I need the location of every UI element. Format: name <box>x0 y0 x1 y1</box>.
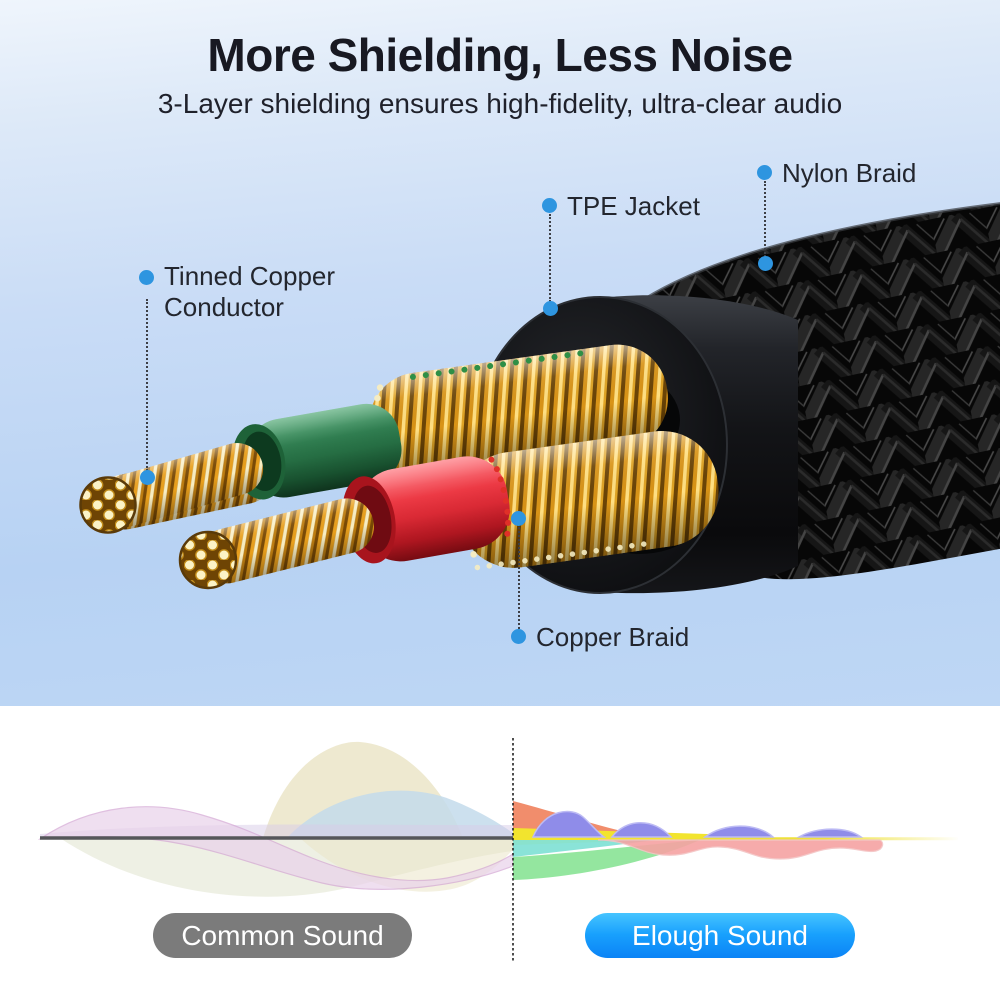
callout-label: Tinned Copper Conductor <box>164 261 336 323</box>
sound-comparison-section: Common Sound Elough Sound <box>0 706 1000 1000</box>
callout-nylon-braid: Nylon Braid <box>757 158 916 189</box>
common-sound-waves <box>37 741 514 897</box>
callout-tinned-copper-conductor: Tinned Copper Conductor <box>139 261 364 323</box>
label-dot-icon <box>542 198 557 213</box>
red-wire <box>178 456 511 590</box>
page-title: More Shielding, Less Noise <box>207 29 793 81</box>
target-dot-copper-braid <box>511 511 526 526</box>
red-insulation <box>342 456 511 564</box>
target-dot-tinned-copper <box>140 470 155 485</box>
callout-label: Nylon Braid <box>782 158 917 188</box>
leader-line-copper-braid <box>518 527 520 629</box>
callout-label: TPE Jacket <box>567 191 700 221</box>
copper-braid-coil-lower <box>457 431 719 571</box>
target-dot-nylon-braid <box>758 256 773 271</box>
cable-cutaway-illustration <box>79 202 1000 594</box>
shielding-diagram-section: More Shielding, Less Noise 3-Layer shiel… <box>0 0 1000 706</box>
red-wire-conductor-face <box>178 530 238 590</box>
elough-sound-badge: Elough Sound <box>585 913 855 958</box>
label-dot-icon <box>139 270 154 285</box>
green-wire <box>79 403 402 534</box>
header: More Shielding, Less Noise 3-Layer shiel… <box>0 0 1000 120</box>
elough-sound-waves <box>513 801 884 880</box>
green-wire-conductor-face <box>79 476 137 534</box>
leader-line-tinned-copper <box>146 299 148 471</box>
common-sound-label: Common Sound <box>181 919 384 951</box>
leader-line-tpe-jacket <box>549 214 551 302</box>
leader-line-nylon-braid <box>764 181 766 257</box>
callout-label: Copper Braid <box>536 622 690 652</box>
common-sound-badge: Common Sound <box>153 913 412 958</box>
elough-sound-label: Elough Sound <box>632 919 808 951</box>
sound-wave-graphic <box>37 738 958 962</box>
green-insulation <box>232 403 402 500</box>
callout-copper-braid: Copper Braid <box>511 622 689 653</box>
callout-tpe-jacket: TPE Jacket <box>542 191 700 222</box>
label-dot-icon <box>511 629 526 644</box>
page-subtitle: 3-Layer shielding ensures high-fidelity,… <box>157 87 843 119</box>
label-dot-icon <box>757 165 772 180</box>
target-dot-tpe-jacket <box>543 301 558 316</box>
